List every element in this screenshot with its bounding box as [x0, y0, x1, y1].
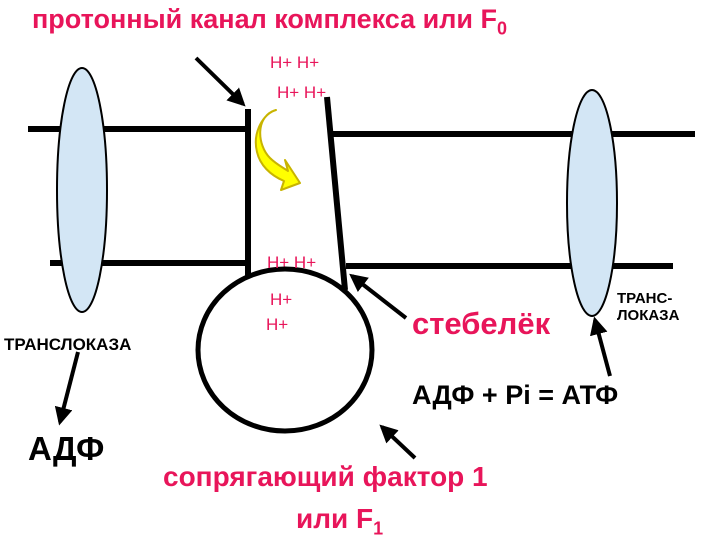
coupling-factor-label-text: или F [296, 503, 374, 534]
arrow-to-stalk [349, 273, 408, 320]
coupling-factor-label-line1: сопрягающий фактор 1 [163, 461, 488, 492]
proton-label-mid-3: Н+ [266, 315, 289, 334]
proton-label-mid-1: Н+ Н+ [267, 253, 317, 272]
adp-label: АДФ [28, 430, 105, 467]
proton-label-mid-2: Н+ [270, 290, 293, 309]
title-subscript: 0 [497, 18, 508, 39]
translocase-left-ellipse [56, 67, 108, 313]
proton-label-top-1: Н+ Н+ [270, 53, 320, 72]
arrow-to-right-translocase [590, 316, 612, 377]
arrow-to-channel [194, 56, 246, 107]
coupling-factor-subscript: 1 [373, 518, 384, 539]
translocase-left-label: ТРАНСЛОКАЗА [4, 335, 132, 354]
title-label: протонный канал комплекса или F0 [32, 4, 508, 39]
translocase-right-ellipse [566, 89, 618, 317]
stalk-label: стебелёк [412, 306, 551, 341]
proton-label-top-2: Н+ Н+ [277, 83, 327, 102]
title-text: протонный канал комплекса или F [32, 4, 498, 34]
atp-synthesis-equation: АДФ + Pi = АТФ [412, 380, 619, 410]
arrow-to-adp [54, 351, 80, 426]
channel-right-wall [324, 96, 348, 291]
translocase-right-label: ТРАНС-ЛОКАЗА [617, 290, 680, 325]
coupling-factor-label-line2: или F1 [296, 505, 383, 538]
rotation-arrow [254, 109, 301, 191]
coupling-factor-circle [195, 266, 375, 434]
arrow-to-coupling-factor [379, 424, 417, 460]
